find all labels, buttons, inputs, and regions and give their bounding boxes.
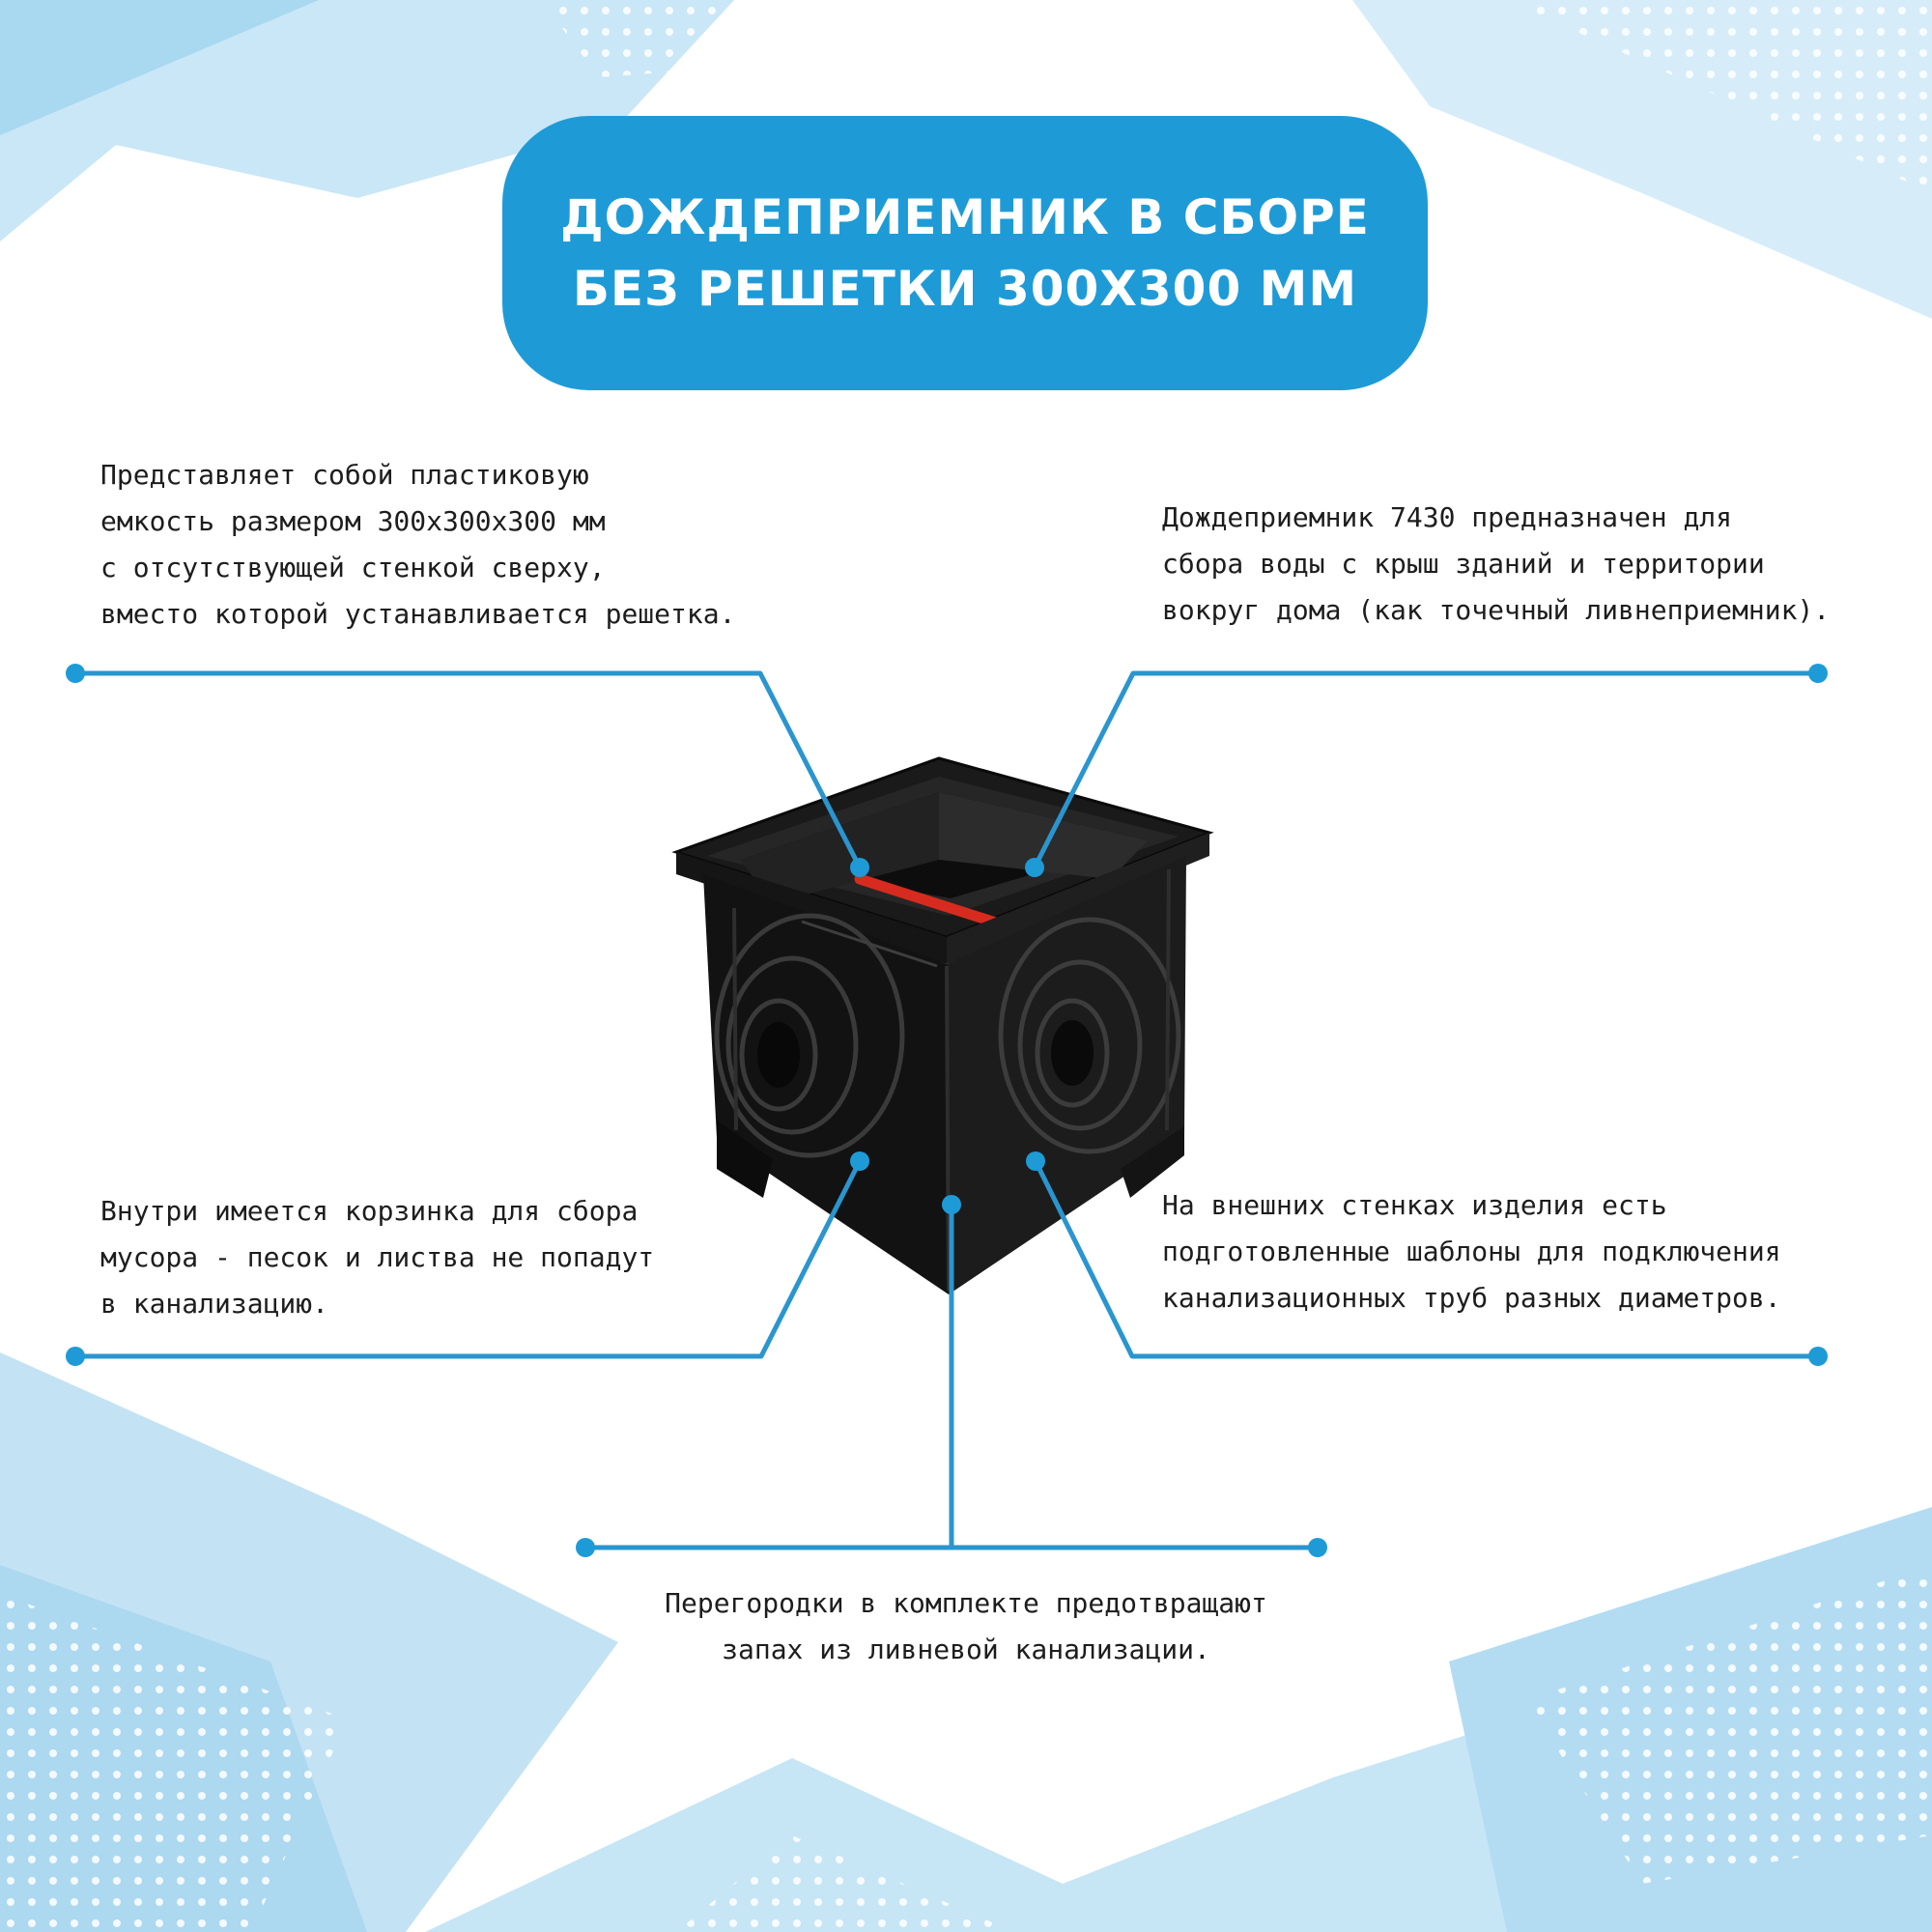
dot-bottom-right xyxy=(1308,1538,1327,1557)
title-badge: ДОЖДЕПРИЕМНИК В СБОРЕ БЕЗ РЕШЕТКИ 300Х30… xyxy=(502,116,1428,390)
bg-shape-top-left xyxy=(0,0,734,242)
dot-product-rim-left xyxy=(850,858,869,877)
callout-top-left: Представляет собой пластиковую емкость р… xyxy=(100,452,735,638)
callout-line: подготовленные шаблоны для подключения xyxy=(1162,1236,1781,1267)
dot-product-base xyxy=(942,1195,961,1214)
title-line-1: ДОЖДЕПРИЕМНИК В СБОРЕ xyxy=(560,189,1370,245)
callout-line: запах из ливневой канализации. xyxy=(722,1634,1210,1665)
callout-line: канализационных труб разных диаметров. xyxy=(1162,1282,1781,1314)
callout-line: емкость размером 300х300х300 мм xyxy=(100,505,606,537)
callout-line: в канализацию. xyxy=(100,1288,329,1320)
callout-line: мусора - песок и листва не попадут xyxy=(100,1241,655,1273)
callout-line: Внутри имеется корзинка для сбора xyxy=(100,1195,639,1227)
bg-dots-bottom-left xyxy=(0,1594,348,1932)
dot-left-bottom xyxy=(66,1347,85,1366)
dot-right-top xyxy=(1808,664,1828,683)
bg-dots-bottom xyxy=(676,1835,1014,1932)
bg-shape-top-left-dark xyxy=(0,0,319,135)
bg-dots-bottom-right xyxy=(1526,1565,1932,1884)
bg-dots-top-right xyxy=(1507,0,1932,193)
callout-line: сбора воды с крыш зданий и территории xyxy=(1162,548,1765,580)
callout-line: Дождеприемник 7430 предназначен для xyxy=(1162,501,1733,533)
dot-right-bottom xyxy=(1808,1347,1828,1366)
callout-line: вместо которой устанавливается решетка. xyxy=(100,598,736,630)
dot-product-pipe-left xyxy=(850,1151,869,1171)
connector-top-left xyxy=(75,670,863,869)
callout-bottom-right: На внешних стенках изделия есть подготов… xyxy=(1162,1182,1781,1321)
callout-line: Перегородки в комплекте предотвращают xyxy=(665,1587,1267,1619)
connector-bottom-left xyxy=(75,1159,863,1359)
dot-bottom-left xyxy=(576,1538,595,1557)
callout-line: На внешних стенках изделия есть xyxy=(1162,1189,1667,1221)
callout-bottom-center: Перегородки в комплекте предотвращают за… xyxy=(541,1580,1391,1673)
callout-line: вокруг дома (как точечный ливнеприемник)… xyxy=(1162,594,1831,626)
title-line-2: БЕЗ РЕШЕТКИ 300Х300 ММ xyxy=(572,261,1358,317)
dot-product-rim-right xyxy=(1025,858,1044,877)
callout-line: Представляет собой пластиковую xyxy=(100,459,589,491)
callout-line: с отсутствующей стенкой сверху, xyxy=(100,552,606,583)
bg-dots-top xyxy=(541,0,1024,77)
connector-top-right xyxy=(1032,670,1818,869)
callout-bottom-left: Внутри имеется корзинка для сбора мусора… xyxy=(100,1188,654,1327)
dot-left-top xyxy=(66,664,85,683)
callout-top-right: Дождеприемник 7430 предназначен для сбор… xyxy=(1162,495,1830,634)
dot-product-pipe-right xyxy=(1026,1151,1045,1171)
connector-bottom-right xyxy=(1033,1159,1818,1359)
